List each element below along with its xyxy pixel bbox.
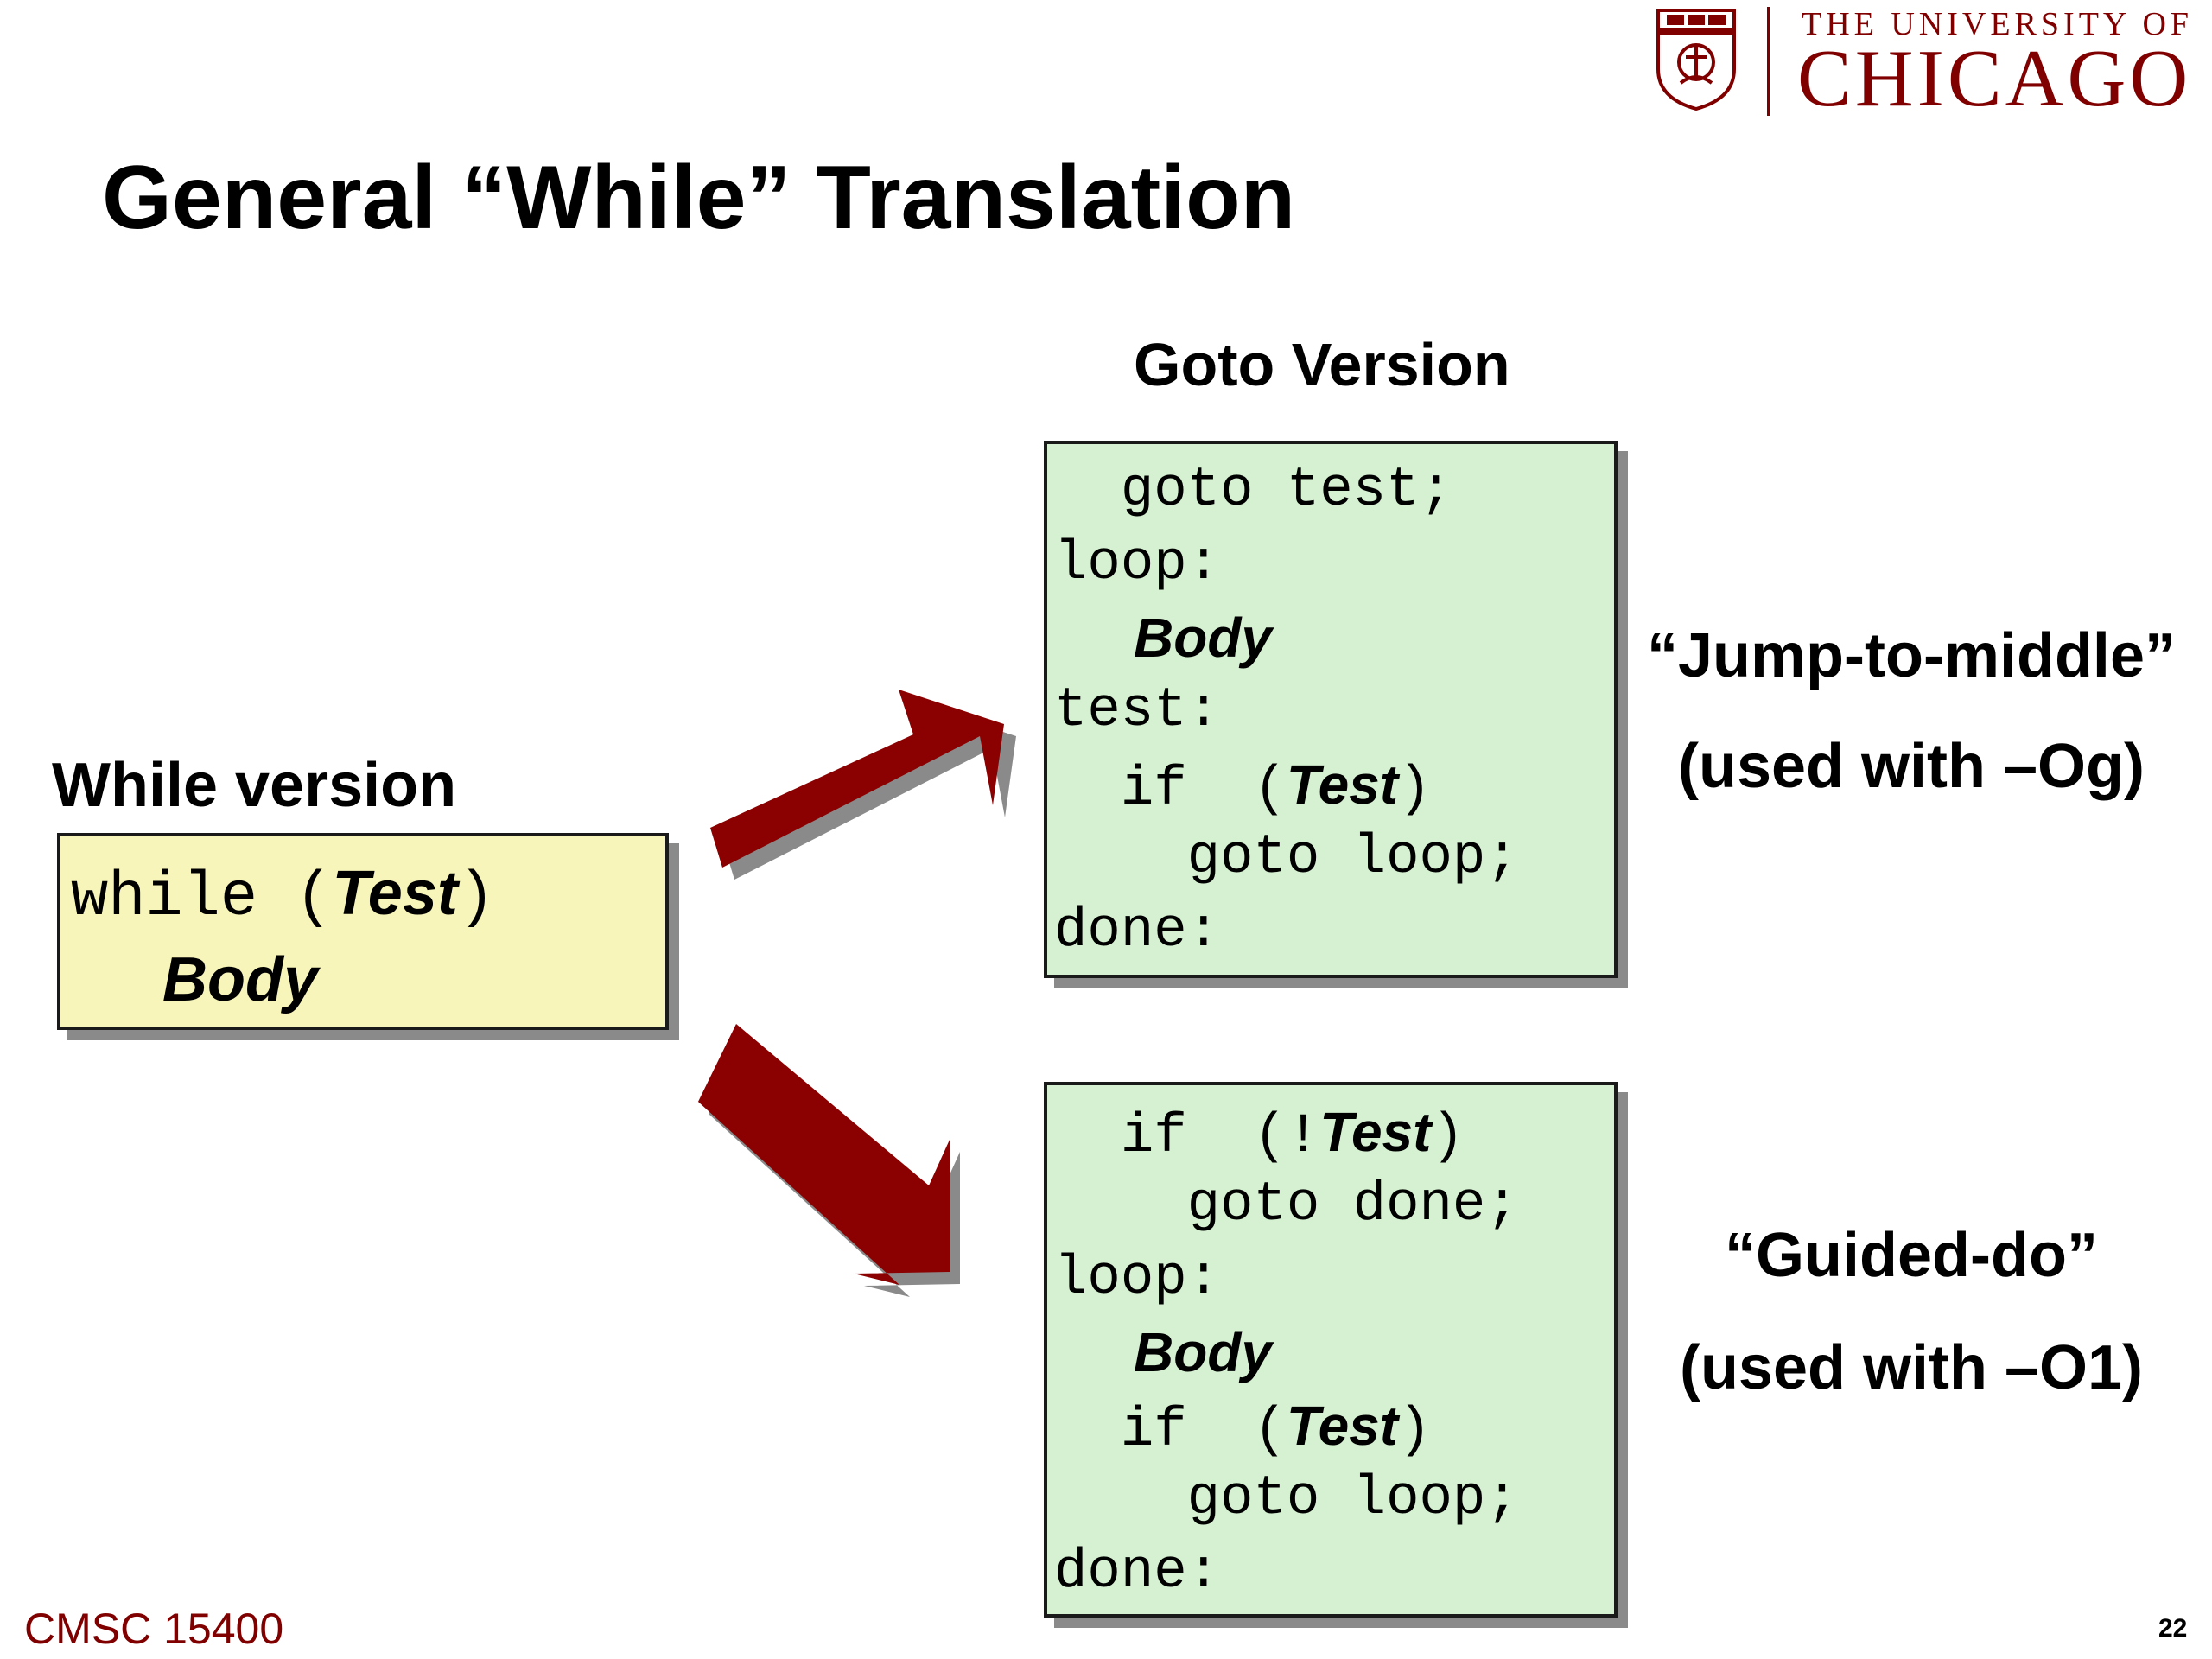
if-suffix: )	[1398, 759, 1432, 821]
if-prefix: if (	[1054, 1400, 1287, 1462]
while-code-line: while (Test)	[71, 862, 495, 929]
if-prefix: if (	[1054, 759, 1287, 821]
if-test: Test	[1286, 753, 1399, 816]
if-not-prefix: if (!	[1054, 1106, 1320, 1168]
code-line-goto-loop: goto loop;	[1054, 1468, 1519, 1530]
goto-version-heading: Goto Version	[1134, 331, 1510, 398]
logo-university-text: THE UNIVERSITY OF	[1802, 6, 2194, 42]
university-crest-icon	[1656, 9, 1736, 111]
logo-chicago-text: CHICAGO	[1797, 34, 2192, 124]
arrow-up-right-icon	[710, 690, 1016, 880]
if-suffix: )	[1398, 1400, 1432, 1462]
while-version-heading: While version	[52, 751, 457, 820]
footer-course: CMSC 15400	[24, 1605, 284, 1653]
code-line-if-test: if (Test)	[1054, 1395, 1432, 1462]
code-line-if-not-test: if (!Test)	[1054, 1104, 1465, 1165]
while-test: Test	[332, 859, 458, 928]
guided-do-sublabel: (used with –O1)	[1679, 1333, 2144, 1402]
while-code-box: while (Test) Body	[57, 833, 669, 1030]
code-line-test-label: test:	[1054, 680, 1221, 742]
code-line-if-test: if (Test)	[1054, 757, 1432, 817]
jump-to-middle-sublabel: (used with –Og)	[1678, 732, 2145, 801]
jump-to-middle-label: “Jump-to-middle”	[1647, 621, 2176, 690]
if-not-suffix: )	[1431, 1106, 1465, 1168]
code-line-done-label: done:	[1054, 900, 1221, 963]
if-not-test: Test	[1319, 1101, 1432, 1163]
code-line-loop-label: loop:	[1054, 533, 1221, 595]
if-test: Test	[1286, 1395, 1399, 1457]
guided-do-code-box: if (!Test) goto done; loop: Body if (Tes…	[1044, 1082, 1618, 1618]
code-line-goto-loop: goto loop;	[1054, 827, 1519, 889]
code-line-goto-done: goto done;	[1054, 1174, 1519, 1236]
code-line-goto-test: goto test;	[1054, 460, 1452, 522]
code-line-body: Body	[1134, 1321, 1272, 1383]
code-line-body: Body	[1134, 607, 1272, 669]
page-number: 22	[2158, 1614, 2188, 1643]
while-open-paren: (	[257, 862, 333, 933]
arrow-down-right-icon	[698, 1024, 960, 1297]
while-body: Body	[162, 945, 318, 1014]
jump-to-middle-code-box: goto test; loop: Body test: if (Test) go…	[1044, 441, 1618, 978]
guided-do-label: “Guided-do”	[1725, 1221, 2098, 1290]
code-line-loop-label: loop:	[1054, 1248, 1221, 1310]
slide-title: General “While” Translation	[102, 148, 1296, 248]
while-close-paren: )	[457, 862, 496, 933]
code-line-done-label: done:	[1054, 1541, 1221, 1604]
while-keyword: while	[71, 862, 258, 933]
logo-divider	[1767, 7, 1770, 116]
